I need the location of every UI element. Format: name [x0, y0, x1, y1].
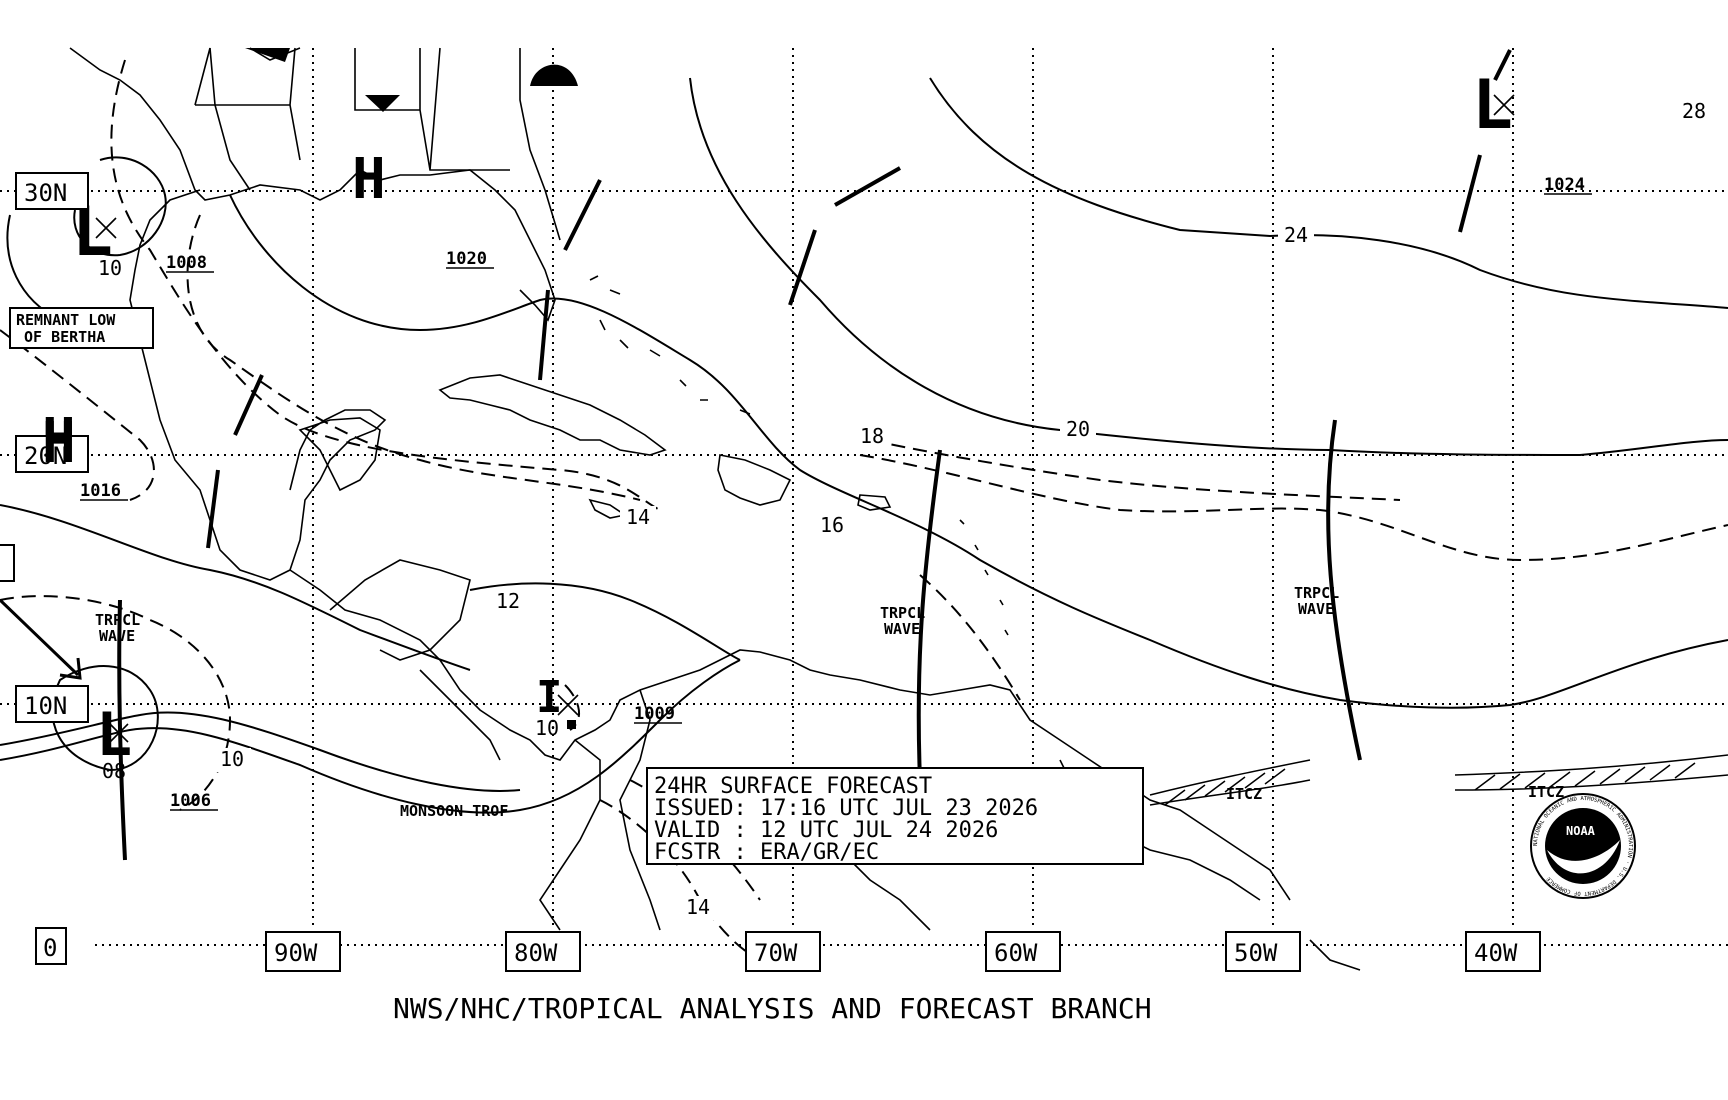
lon-label-60w: 60W	[994, 939, 1038, 967]
forecast-issued: ISSUED: 17:16 UTC JUL 23 2026	[654, 796, 1038, 821]
pressure-center-l-epac-value: 08	[102, 759, 126, 783]
forecast-title: 24HR SURFACE FORECAST	[654, 774, 932, 799]
lon-label-50w: 50W	[1234, 939, 1278, 967]
isobar-label-1008: 1008	[166, 253, 207, 273]
lon-label-70w: 70W	[754, 939, 798, 967]
latitude-labels: 30N 20N 10N 0	[0, 172, 89, 965]
isobar-label-1016: 1016	[80, 481, 121, 501]
contour-label-10: 10	[220, 747, 244, 771]
lon-label-80w: 80W	[514, 939, 558, 967]
isobars-solid	[0, 77, 1728, 814]
contour-label-18: 18	[860, 424, 884, 448]
pressure-center-l-epac: L	[96, 700, 132, 770]
noaa-logo: NOAA NATIONAL OCEANIC AND ATMOSPHERIC AD…	[1530, 793, 1636, 899]
isobar-label-1024: 1024	[1544, 175, 1585, 195]
pressure-center-l-atlantic: L	[1472, 66, 1513, 145]
contour-label-20: 20	[1066, 417, 1090, 441]
contour-label-16: 16	[820, 513, 844, 537]
isobar-label-1009: 1009	[634, 704, 675, 724]
monsoon-trough-label: MONSOON TROF	[400, 802, 508, 820]
longitude-labels: 90W 80W 70W 60W 50W 40W	[265, 931, 1541, 972]
tropical-wave-axes	[117, 49, 1512, 861]
front-symbols	[245, 48, 578, 112]
graticule	[0, 48, 1728, 946]
footer-branch-text: NWS/NHC/TROPICAL ANALYSIS AND FORECAST B…	[393, 992, 1152, 1025]
contour-label-28: 28	[1682, 99, 1706, 123]
forecast-info-box: 24HR SURFACE FORECAST ISSUED: 17:16 UTC …	[646, 767, 1144, 865]
coastlines	[69, 47, 1361, 971]
isobar-label-1006: 1006	[170, 791, 211, 811]
isobar-labels: 1008 1020 1016 1006 1009 1024	[80, 175, 1592, 811]
contour-label-14-lower: 14	[686, 895, 710, 919]
svg-text:H: H	[42, 411, 76, 476]
center-marks	[95, 94, 1515, 743]
pressure-center-h-gulf: H	[352, 147, 386, 212]
lat-label-20n: 20N	[24, 442, 67, 470]
remnant-low-label: REMNANT LOW OF BERTHA	[16, 311, 124, 346]
itcz-bands	[1149, 754, 1728, 806]
forecast-forecasters: FCSTR : ERA/GR/EC	[654, 840, 879, 865]
itcz-label-east: ITCZ	[1528, 783, 1564, 801]
noaa-logo-text: NOAA	[1566, 824, 1596, 838]
lat-label-30n: 30N	[24, 179, 67, 207]
forecast-valid: VALID : 12 UTC JUL 24 2026	[654, 818, 998, 843]
pressure-center-l-panama-value: 10	[535, 716, 559, 740]
movement-arrow	[0, 598, 82, 680]
itcz-label-west: ITCZ	[1226, 785, 1262, 803]
contour-label-12: 12	[496, 589, 520, 613]
pressure-center-l-texas-value: 10	[98, 256, 122, 280]
isobars-dashed	[0, 59, 1728, 961]
pressure-center-l-panama: I	[536, 672, 563, 723]
contour-label-14: 14	[626, 505, 650, 529]
lat-label-0: 0	[43, 934, 57, 962]
lon-label-40w: 40W	[1474, 939, 1518, 967]
contour-label-24: 24	[1284, 223, 1308, 247]
isobar-label-1020: 1020	[446, 249, 487, 269]
lon-label-90w: 90W	[274, 939, 318, 967]
lat-label-10n: 10N	[24, 692, 67, 720]
